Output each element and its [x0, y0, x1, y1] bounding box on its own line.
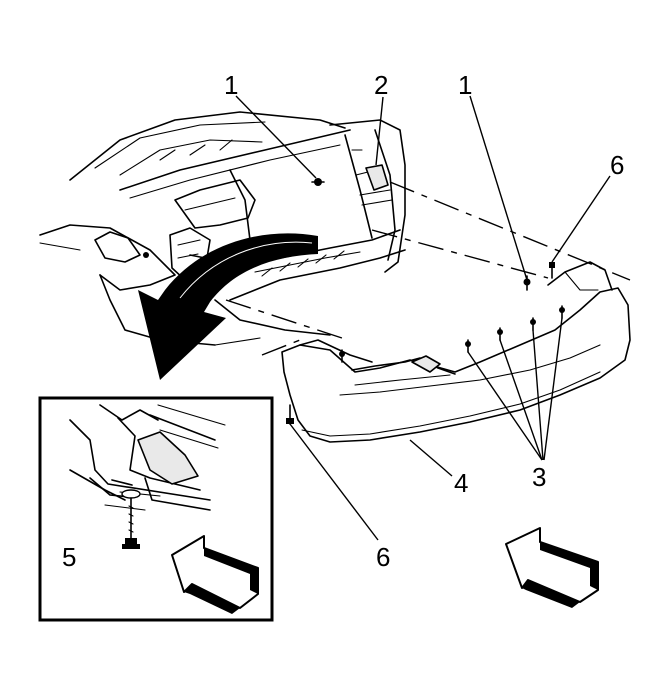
vehicle-body	[39, 111, 406, 346]
fasteners	[143, 178, 565, 425]
alignment-lines	[225, 181, 631, 356]
callout-6-bottom: 6	[376, 542, 390, 572]
callout-1-right: 1	[458, 70, 472, 100]
callout-6-top: 6	[610, 150, 624, 180]
callout-3: 3	[532, 462, 546, 492]
inset-detail-view	[38, 396, 274, 622]
inset-bolt	[121, 489, 141, 549]
inset-view-arrow	[171, 535, 259, 614]
callout-1-left: 1	[224, 70, 238, 100]
callout-5: 5	[62, 542, 76, 572]
push-pin-center	[339, 349, 345, 363]
leader-lines	[81, 95, 611, 556]
bolt-bottom-left	[286, 404, 294, 425]
bolt-top-right	[549, 262, 555, 279]
callout-2: 2	[374, 70, 388, 100]
view-direction-arrow	[505, 527, 599, 608]
fascia-push-pins	[465, 305, 565, 353]
rear-bumper-fascia	[281, 261, 631, 443]
push-pin-left	[311, 178, 325, 186]
callout-labels: 1 2 1 6 4 3 5 6	[62, 70, 624, 572]
detail-view-arrow	[138, 233, 318, 380]
callout-4: 4	[454, 468, 468, 498]
